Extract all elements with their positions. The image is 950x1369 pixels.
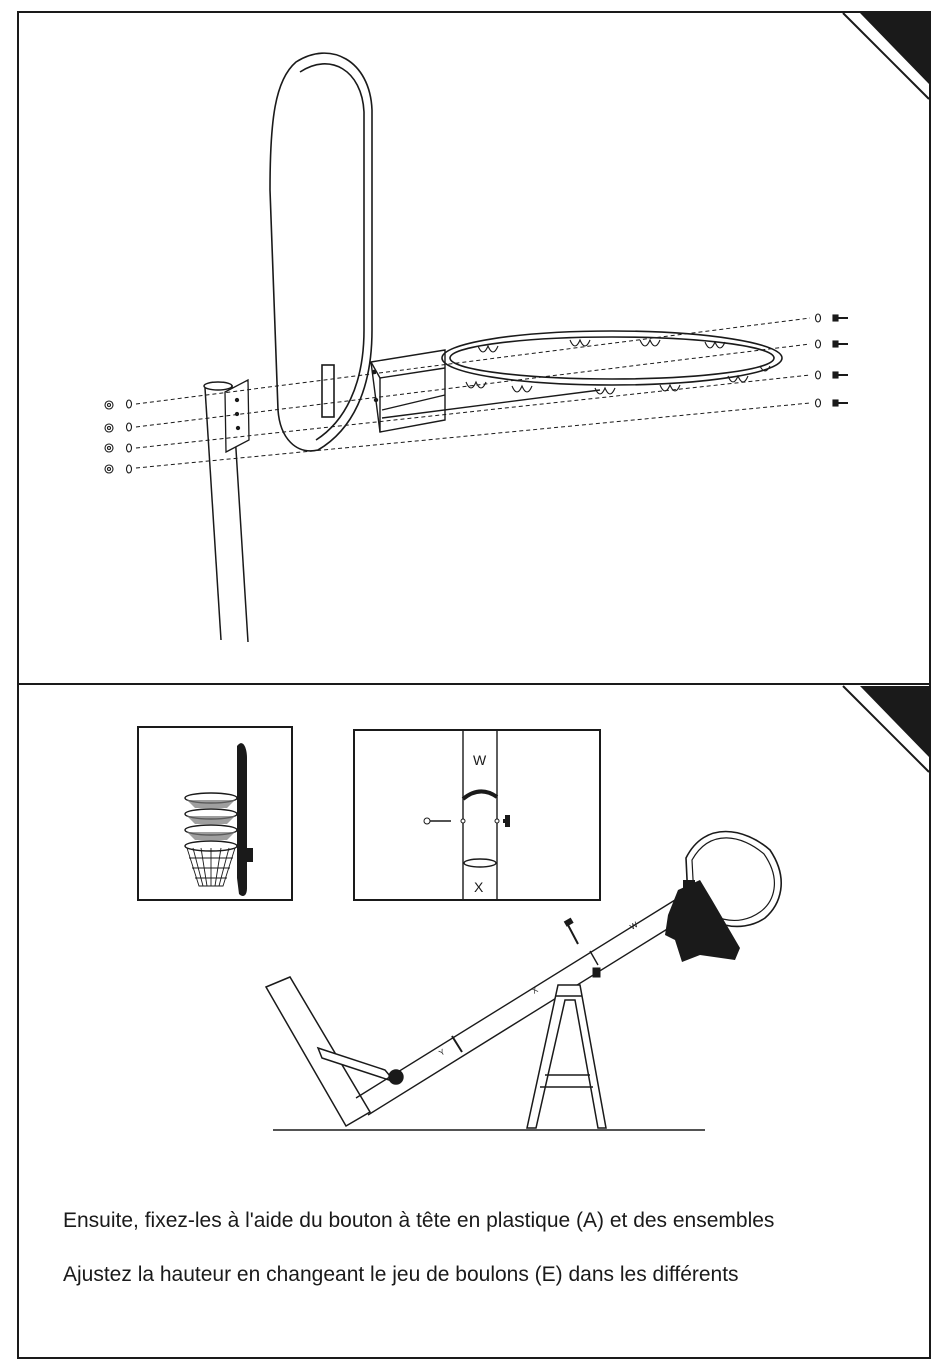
- washer-icon: [816, 371, 821, 379]
- instruction-caption-2: Ajustez la hauteur en changeant le jeu d…: [63, 1263, 739, 1287]
- washer-icon: [816, 399, 821, 407]
- washer-icon: [816, 340, 821, 348]
- upper-rim-assembly: [665, 832, 781, 963]
- height-positions-inset: [137, 726, 293, 901]
- pivot-knob-icon: [389, 1070, 403, 1084]
- detail-bolt-icon: [424, 818, 451, 824]
- washer-icon: [127, 400, 132, 408]
- sawhorse-stand: [527, 985, 606, 1128]
- instruction-caption-1: Ensuite, fixez-les à l'aide du bouton à …: [63, 1209, 774, 1233]
- section-label-w: W: [473, 752, 487, 768]
- bolt-icon: [833, 315, 848, 321]
- washer-icon: [127, 423, 132, 431]
- right-hardware: [816, 314, 849, 407]
- washer-icon: [127, 444, 132, 452]
- telescoping-pole: [356, 900, 685, 1115]
- rim-bracket: [371, 350, 600, 432]
- bolt-icon: [833, 372, 848, 378]
- svg-text:X: X: [530, 985, 540, 996]
- knob-icon: [593, 968, 600, 977]
- washer-icon: [816, 314, 821, 322]
- section-label-x: X: [474, 879, 484, 895]
- nut-icon: [105, 424, 113, 432]
- svg-text:Y: Y: [437, 1047, 447, 1058]
- svg-text:W: W: [628, 920, 640, 932]
- step-1-corner-tab: [843, 13, 929, 99]
- bolt-icon: [568, 925, 578, 944]
- bolt-icon: [833, 341, 848, 347]
- adjustment-bolt: [564, 918, 600, 977]
- nut-icon: [105, 465, 113, 473]
- washer-icon: [127, 465, 132, 473]
- lower-backboard: [266, 977, 395, 1126]
- pole-section-detail-inset: W X: [353, 729, 601, 901]
- rim-net-hooks: [466, 340, 770, 394]
- left-hardware: [105, 400, 132, 473]
- nut-icon: [105, 401, 113, 409]
- nut-icon: [105, 444, 113, 452]
- bolt-icon: [833, 400, 848, 406]
- step-2-corner-tab: [843, 686, 929, 772]
- backboard: [270, 53, 372, 451]
- detail-knob-icon: [503, 815, 510, 827]
